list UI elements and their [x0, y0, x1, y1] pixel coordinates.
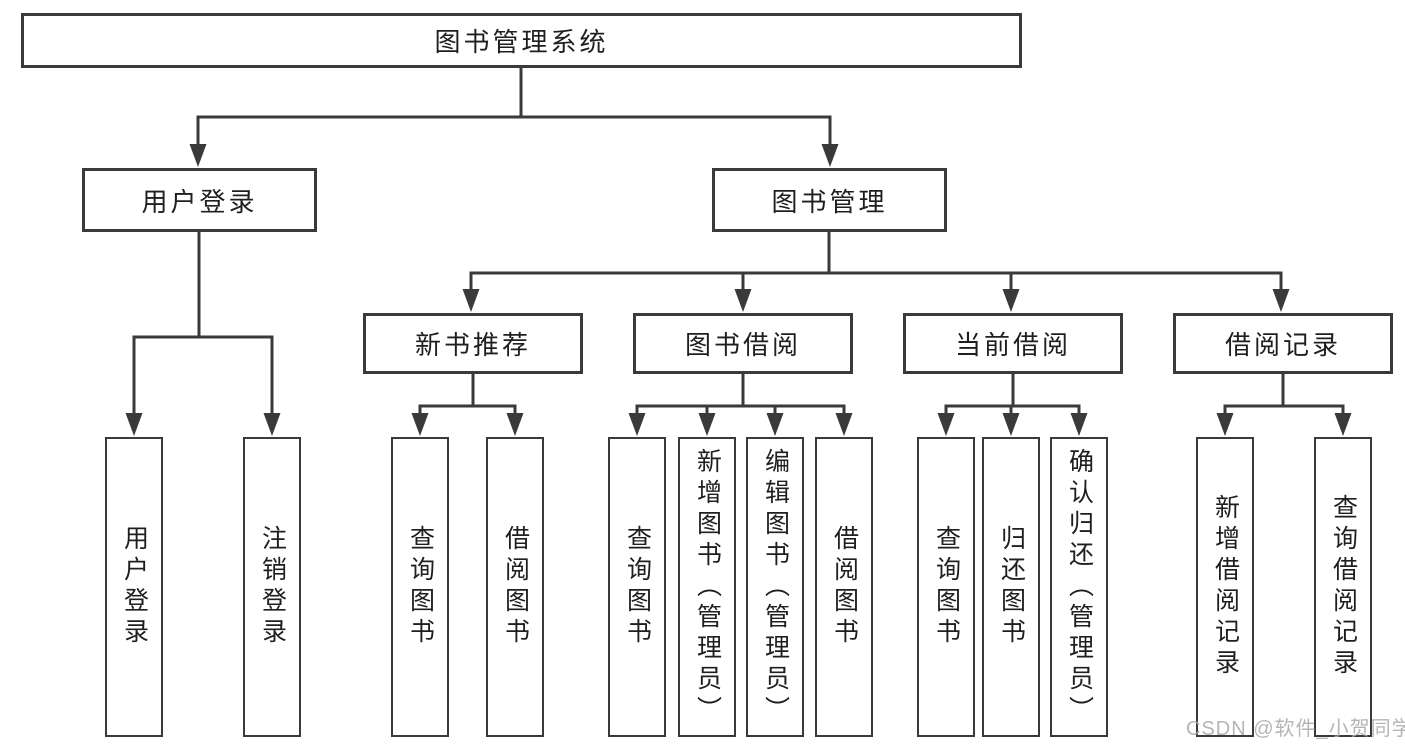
node-book-borrow-label: 图书借阅: [684, 330, 801, 360]
node-borrow-records-label: 借阅记录: [1224, 330, 1341, 360]
leaf-borrow-query-books: 查询图书: [608, 437, 666, 737]
leaf-records-add-record: 新增借阅记录: [1196, 437, 1254, 737]
node-current-borrow: 当前借阅: [903, 313, 1123, 374]
leaf-current-return-books: 归还图书: [982, 437, 1040, 737]
leaf-borrow-edit-books-admin: 编辑图书（管理员）: [746, 437, 804, 737]
leaf-user-login-label: 用户登录: [120, 525, 149, 649]
leaf-records-query-record: 查询借阅记录: [1314, 437, 1372, 737]
leaf-borrow-add-books-admin-label: 新增图书（管理员）: [693, 447, 722, 727]
leaf-current-query-books-label: 查询图书: [932, 525, 961, 649]
node-new-book-recommend: 新书推荐: [363, 313, 583, 374]
csdn-watermark: CSDN @软件_小贺同学: [1186, 718, 1405, 740]
leaf-current-confirm-return-admin: 确认归还（管理员）: [1050, 437, 1108, 737]
node-borrow-records: 借阅记录: [1173, 313, 1393, 374]
leaf-borrow-edit-books-admin-label: 编辑图书（管理员）: [761, 447, 790, 727]
leaf-borrow-add-books-admin: 新增图书（管理员）: [678, 437, 736, 737]
leaf-current-return-books-label: 归还图书: [997, 525, 1026, 649]
node-book-management-label: 图书管理: [771, 186, 888, 217]
node-book-management: 图书管理: [712, 168, 947, 232]
leaf-recommend-query-books: 查询图书: [391, 437, 449, 737]
leaf-borrow-borrow-books: 借阅图书: [815, 437, 873, 737]
leaf-records-query-record-label: 查询借阅记录: [1329, 494, 1358, 680]
node-current-borrow-label: 当前借阅: [954, 330, 1071, 360]
leaf-recommend-query-books-label: 查询图书: [406, 525, 435, 649]
node-user-login: 用户登录: [82, 168, 317, 232]
leaf-current-confirm-return-admin-label: 确认归还（管理员）: [1065, 447, 1094, 727]
node-new-book-recommend-label: 新书推荐: [414, 330, 531, 360]
leaf-records-add-record-label: 新增借阅记录: [1211, 494, 1240, 680]
node-root-system: 图书管理系统: [21, 13, 1022, 68]
leaf-logout-label: 注销登录: [258, 525, 287, 649]
leaf-recommend-borrow-books-label: 借阅图书: [501, 525, 530, 649]
leaf-current-query-books: 查询图书: [917, 437, 975, 737]
node-user-login-label: 用户登录: [141, 186, 258, 217]
leaf-recommend-borrow-books: 借阅图书: [486, 437, 544, 737]
leaf-user-login: 用户登录: [105, 437, 163, 737]
arrowhead-icons: [125, 144, 1352, 436]
leaf-borrow-query-books-label: 查询图书: [623, 525, 652, 649]
leaf-logout: 注销登录: [243, 437, 301, 737]
node-root-label: 图书管理系统: [434, 27, 609, 57]
leaf-borrow-borrow-books-label: 借阅图书: [830, 525, 859, 649]
node-book-borrow: 图书借阅: [633, 313, 853, 374]
